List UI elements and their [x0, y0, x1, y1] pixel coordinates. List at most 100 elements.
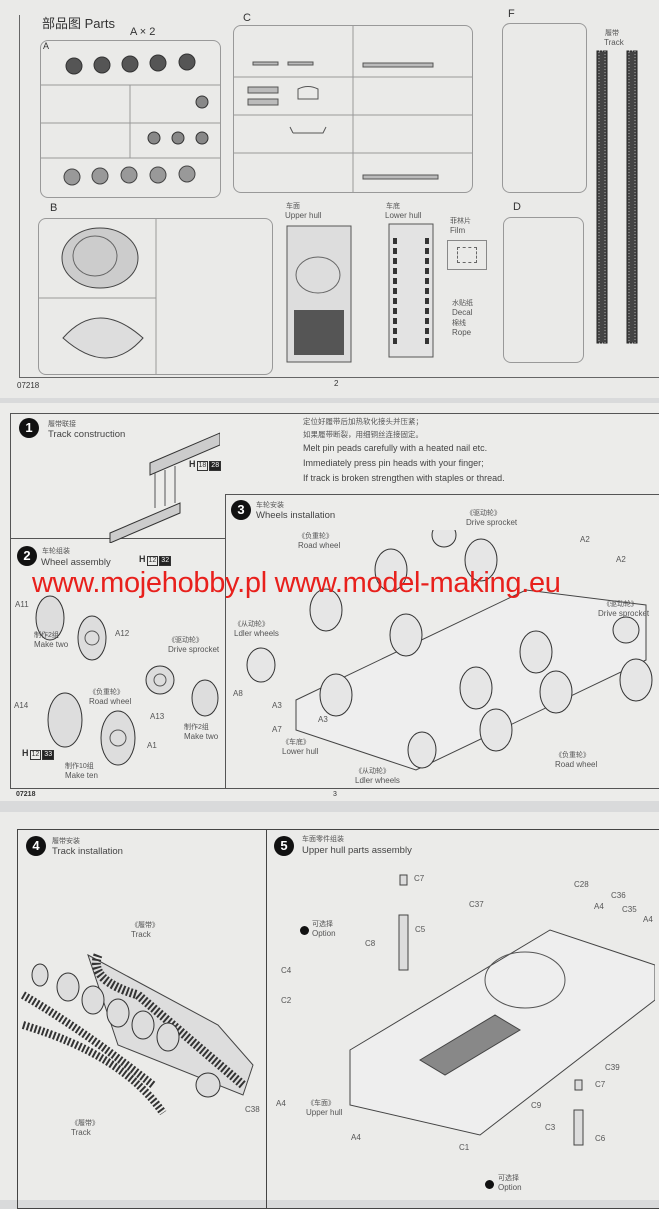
- road-wheel-zh: 《负重轮》: [89, 689, 124, 696]
- option-label: Option: [312, 929, 336, 938]
- page-code: 07218: [17, 381, 40, 390]
- track-label-bottom: Track: [71, 1128, 91, 1137]
- make-two-zh: 制作2组: [34, 632, 59, 639]
- page-code-3: 07218: [16, 791, 36, 798]
- note-zh-2: 如果履带断裂，用细铜丝连接固定。: [303, 430, 423, 439]
- part-a12: A12: [115, 629, 130, 638]
- step-4-title: Track installation: [52, 846, 123, 857]
- page-number-3: 3: [333, 791, 337, 798]
- paint-code-letter: H: [139, 554, 146, 564]
- part-a14: A14: [14, 701, 29, 710]
- part-a3-1: A3: [272, 701, 282, 710]
- sprue-c-parts: [233, 25, 473, 193]
- part-c7-2: C7: [595, 1080, 606, 1089]
- make-ten: Make ten: [65, 771, 98, 780]
- step-5-title: Upper hull parts assembly: [302, 845, 412, 856]
- watermark: www.mojehobby.pl www.model-making.eu: [32, 567, 561, 599]
- track-zh-top: 《履带》: [131, 922, 159, 929]
- track-runs: [596, 50, 638, 344]
- drive-sprocket-zh-top: 《驱动轮》: [466, 510, 501, 517]
- step3-frame: [225, 494, 659, 789]
- upper-hull-zh: 《车面》: [307, 1100, 335, 1107]
- sprue-b-label: B: [50, 202, 58, 214]
- step-4-title-zh: 履带安装: [52, 838, 80, 845]
- part-a4-3: A4: [276, 1099, 286, 1108]
- part-a4-2: A4: [643, 915, 653, 924]
- rope-label-zh: 棉线: [452, 320, 466, 327]
- upper-hull-label-5: Upper hull: [306, 1108, 343, 1117]
- part-a11: A11: [15, 600, 29, 609]
- upper-hull-label: Upper hull: [285, 211, 322, 220]
- make-two: Make two: [34, 640, 69, 649]
- option-icon: [300, 926, 309, 935]
- drive-sprocket-top: Drive sprocket: [466, 518, 518, 527]
- option-label-2: Option: [498, 1183, 522, 1192]
- step-1-badge: 1: [19, 418, 39, 438]
- parts-title-en: Parts: [84, 16, 115, 31]
- road-wheel-label: Road wheel: [89, 697, 132, 706]
- option-zh-2: 可选择: [498, 1175, 519, 1182]
- wheel-assembly-illustration: [35, 595, 219, 766]
- sprue-a-count: A × 2: [130, 26, 156, 38]
- part-c5: C5: [415, 925, 426, 934]
- make-two-2: Make two: [184, 732, 219, 741]
- note-en-2: Immediately press pin heads with your fi…: [303, 458, 484, 468]
- sprue-d-label: D: [513, 201, 521, 213]
- part-c1: C1: [459, 1143, 470, 1152]
- paint-code-a: 12: [146, 556, 159, 566]
- step-1-title: Track construction: [48, 429, 126, 440]
- step-3-title-zh: 车轮安装: [256, 502, 284, 509]
- step-3-title: Wheels installation: [256, 510, 336, 521]
- step-1-title-zh: 履带联接: [48, 421, 76, 428]
- paint-code-b: 33: [42, 750, 55, 760]
- option-icon-2: [485, 1180, 494, 1189]
- upper-hull-illustration: [349, 874, 655, 1146]
- part-c3: C3: [545, 1123, 556, 1132]
- part-c36: C36: [611, 891, 626, 900]
- part-c37: C37: [469, 900, 484, 909]
- note-en-1: Melt pin peads carefully with a heated n…: [303, 443, 488, 453]
- lower-hull: Lower hull: [282, 747, 319, 756]
- part-a2-1: A2: [580, 535, 590, 544]
- drive-sprocket-right: Drive sprocket: [598, 609, 650, 618]
- track-zh-bottom: 《履带》: [71, 1120, 99, 1127]
- sprue-f: [502, 23, 587, 193]
- part-c6: C6: [595, 1134, 606, 1143]
- make-ten-zh: 制作10组: [65, 763, 94, 770]
- part-c28: C28: [574, 880, 589, 889]
- sprue-a-parts: [40, 53, 221, 186]
- part-a3-2: A3: [318, 715, 328, 724]
- sprue-a: [40, 40, 221, 198]
- page-number: 2: [334, 379, 339, 388]
- idler-wheels-zh: 《从动轮》: [234, 621, 269, 628]
- road-wheel-top: Road wheel: [298, 541, 341, 550]
- part-c38: C38: [245, 1105, 260, 1114]
- part-a13: A13: [150, 712, 165, 721]
- make-two-2-zh: 制作2组: [184, 724, 209, 731]
- idler-wheels-bottom: Ldler wheels: [355, 776, 400, 785]
- paint-code-letter: H: [189, 459, 196, 469]
- track-label-top: Track: [131, 930, 151, 939]
- sprue-a-label: A: [43, 41, 50, 51]
- paint-code-b: 32: [159, 556, 172, 566]
- track-label: Track: [604, 38, 624, 47]
- idler-wheels: Ldler wheels: [234, 629, 279, 638]
- paint-code-a: 12: [29, 750, 42, 760]
- step-2-title-zh: 车轮组装: [42, 548, 70, 555]
- wheels-page-frame: [10, 413, 659, 789]
- rope-label: Rope: [452, 328, 472, 337]
- part-c4: C4: [281, 966, 292, 975]
- step-5-title-zh: 车面零件组装: [302, 836, 344, 843]
- drive-sprocket-zh: 《驱动轮》: [168, 637, 203, 644]
- sprue-f-label: F: [508, 8, 515, 20]
- drive-sprocket-zh-right: 《驱动轮》: [603, 601, 638, 608]
- part-c39: C39: [605, 1063, 620, 1072]
- film-label-zh: 菲林片: [450, 218, 471, 225]
- film-label: Film: [450, 226, 466, 235]
- track-label-zh: 履带: [605, 30, 619, 37]
- decal-label: Decal: [452, 308, 473, 317]
- wheels-installation-illustration: [246, 530, 653, 771]
- road-wheel-zh-top: 《负重轮》: [298, 533, 333, 540]
